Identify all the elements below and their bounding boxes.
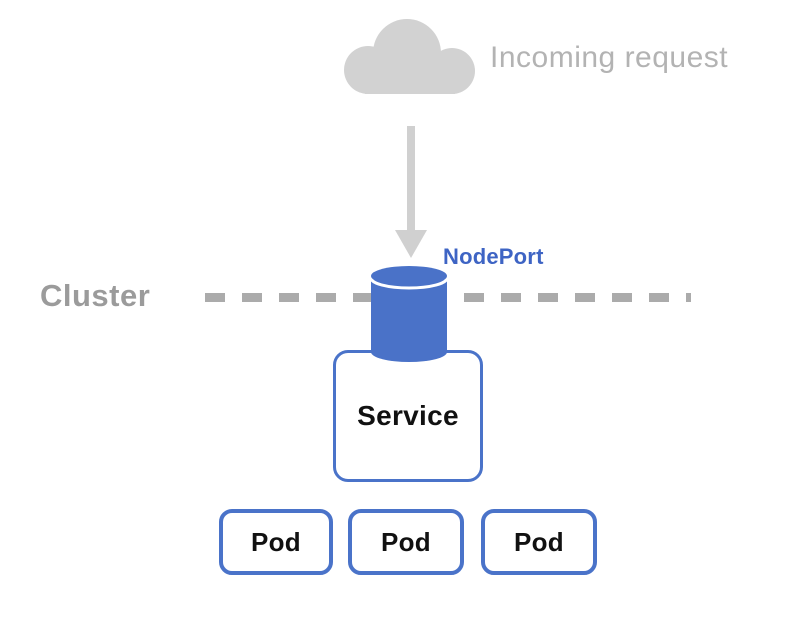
nodeport-cylinder-icon xyxy=(371,266,447,362)
cloud-icon xyxy=(344,19,475,94)
cluster-boundary-dashed-line xyxy=(205,293,691,302)
service-label: Service xyxy=(357,400,459,431)
pod-label: Pod xyxy=(380,526,431,557)
pod-box-3: Pod xyxy=(481,509,597,575)
pod-label: Pod xyxy=(513,526,564,557)
down-arrow-icon xyxy=(395,126,427,258)
incoming-request-label: Incoming request xyxy=(490,41,729,74)
service-box: Service xyxy=(333,350,483,482)
pod-box-2: Pod xyxy=(348,509,464,575)
pod-label: Pod xyxy=(250,526,301,557)
nodeport-label: NodePort xyxy=(443,244,544,269)
cluster-label: Cluster xyxy=(40,278,151,313)
pod-box-1: Pod xyxy=(219,509,333,575)
